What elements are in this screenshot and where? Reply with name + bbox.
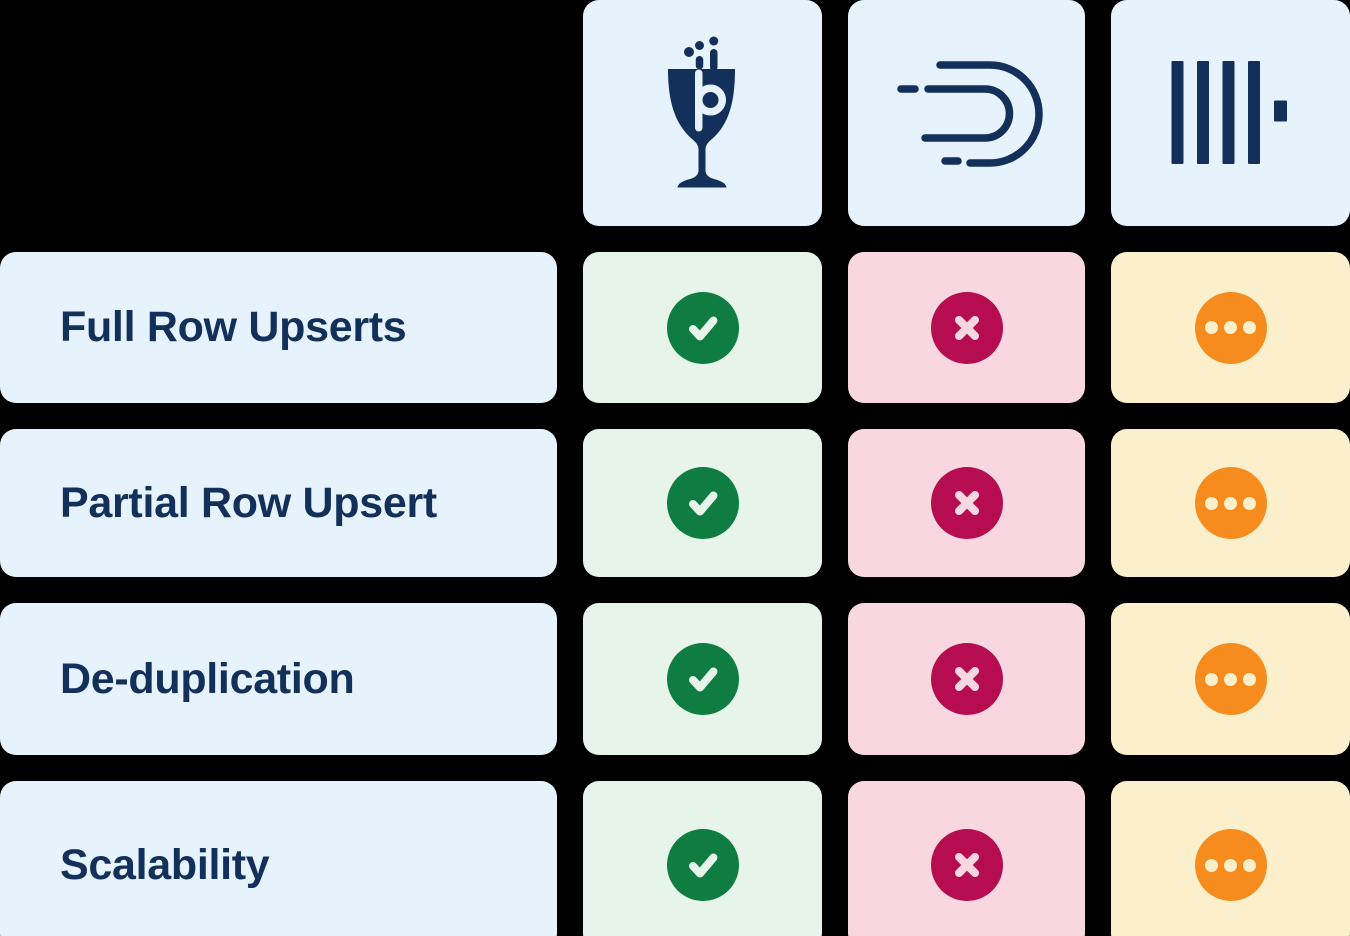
feature-name: De-duplication bbox=[60, 654, 355, 703]
status-badge bbox=[666, 291, 739, 364]
comparison-cell bbox=[583, 429, 822, 577]
check-icon bbox=[688, 316, 717, 340]
comparison-cell bbox=[848, 603, 1085, 755]
ellipsis-icon bbox=[1224, 858, 1237, 872]
x-icon bbox=[954, 667, 979, 691]
status-badge bbox=[666, 643, 739, 715]
status-badge bbox=[1194, 829, 1267, 901]
feature-row-label: Full Row Upserts bbox=[0, 252, 557, 403]
check-icon bbox=[688, 491, 717, 516]
status-badge bbox=[1194, 467, 1267, 539]
comparison-cell bbox=[583, 252, 822, 403]
status-badge bbox=[1194, 291, 1267, 364]
feature-row-label: Partial Row Upsert bbox=[0, 429, 557, 577]
feature-name: Partial Row Upsert bbox=[60, 478, 437, 527]
comparison-cell bbox=[1111, 603, 1350, 755]
column-header-pinot bbox=[583, 0, 822, 226]
status-badge bbox=[666, 467, 739, 539]
comparison-cell bbox=[848, 781, 1085, 936]
check-icon bbox=[688, 667, 717, 692]
comparison-cell bbox=[1111, 429, 1350, 577]
comparison-cell bbox=[583, 603, 822, 755]
comparison-cell bbox=[848, 252, 1085, 403]
x-icon bbox=[954, 853, 979, 877]
comparison-cell bbox=[848, 429, 1085, 577]
clickhouse-bars-logo-icon bbox=[1171, 61, 1287, 164]
comparison-cell bbox=[1111, 781, 1350, 936]
check-icon bbox=[688, 853, 717, 878]
feature-name: Full Row Upserts bbox=[60, 303, 407, 351]
comparison-cell bbox=[583, 781, 822, 936]
druid-speed-d-logo-icon bbox=[897, 61, 1043, 167]
status-badge bbox=[930, 643, 1003, 715]
status-badge bbox=[930, 291, 1003, 364]
status-badge bbox=[666, 829, 739, 901]
x-icon bbox=[954, 315, 979, 340]
x-icon bbox=[954, 491, 979, 515]
status-badge bbox=[930, 467, 1003, 539]
feature-name: Scalability bbox=[60, 840, 270, 889]
corner-spacer bbox=[0, 0, 557, 226]
status-badge bbox=[1194, 643, 1267, 715]
ellipsis-icon bbox=[1224, 496, 1237, 510]
ellipsis-icon bbox=[1224, 321, 1237, 334]
comparison-cell bbox=[1111, 252, 1350, 403]
status-badge bbox=[930, 829, 1003, 901]
feature-row-label: Scalability bbox=[0, 781, 557, 936]
column-header-druid bbox=[848, 0, 1085, 226]
feature-row-label: De-duplication bbox=[0, 603, 557, 755]
ellipsis-icon bbox=[1224, 672, 1237, 686]
pinot-wine-glass-logo-icon bbox=[668, 36, 735, 188]
column-header-clickhouse bbox=[1111, 0, 1350, 226]
